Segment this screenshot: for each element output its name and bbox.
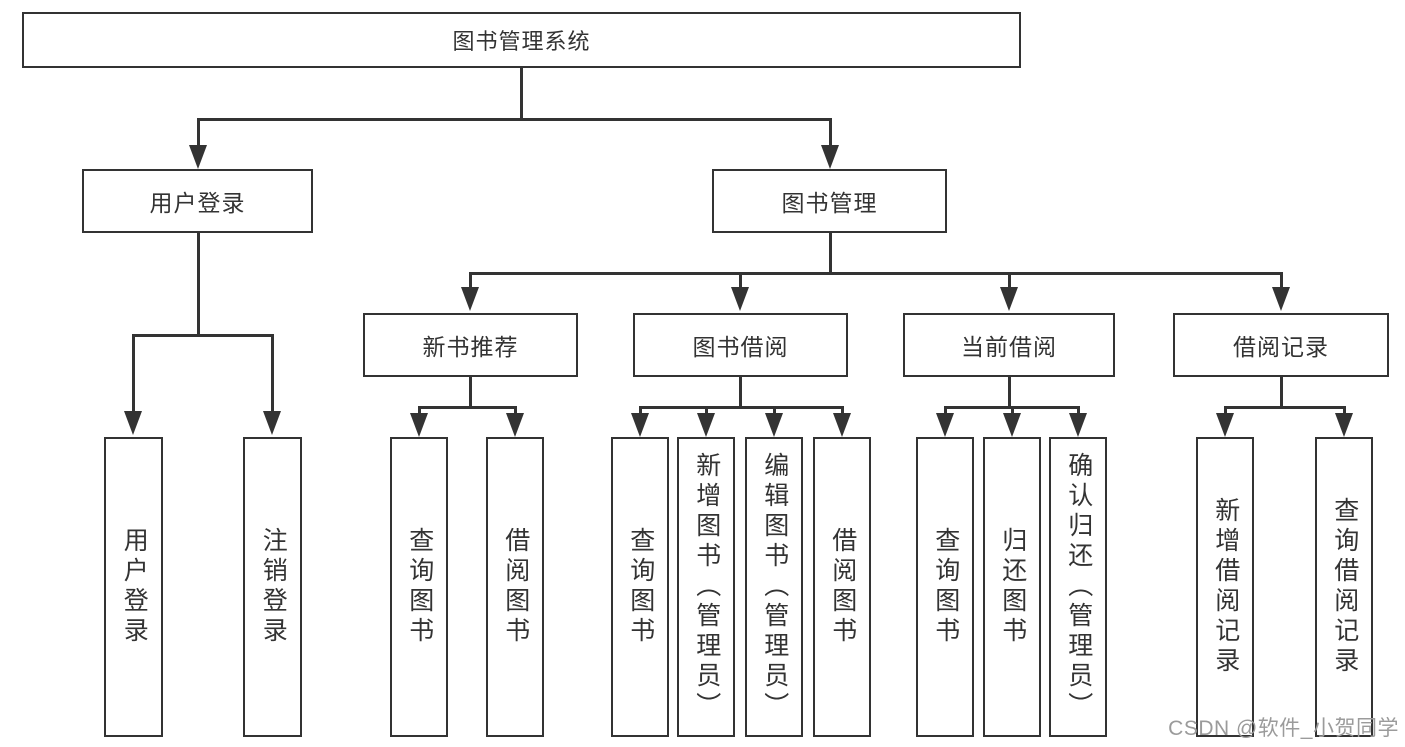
watermark: CSDN @软件_小贺同学 <box>1168 717 1399 740</box>
connector-vline <box>739 272 742 289</box>
connector-vline <box>773 406 776 415</box>
arrowhead-icon <box>833 413 851 437</box>
connector-vline <box>1011 406 1014 415</box>
leaf-user-login: 用户登录 <box>104 437 163 737</box>
arrowhead-icon <box>821 145 839 169</box>
leaf-bb-query-books: 查询图书 <box>611 437 669 737</box>
connector-vline <box>469 272 472 289</box>
arrowhead-icon <box>697 413 715 437</box>
node-book-borrow: 图书借阅 <box>633 313 848 377</box>
connector-hline <box>418 406 516 409</box>
arrowhead-icon <box>461 287 479 311</box>
connector-vline <box>197 118 200 147</box>
connector-vline <box>639 406 642 415</box>
leaf-logout: 注销登录 <box>243 437 302 737</box>
leaf-cb-return-books: 归还图书 <box>983 437 1041 737</box>
connector-hline <box>1224 406 1345 409</box>
connector-vline <box>829 233 832 274</box>
node-current-borrow: 当前借阅 <box>903 313 1115 377</box>
leaf-br-query-record: 查询借阅记录 <box>1315 437 1373 737</box>
node-user-login: 用户登录 <box>82 169 313 233</box>
arrowhead-icon <box>1272 287 1290 311</box>
arrowhead-icon <box>1069 413 1087 437</box>
connector-vline <box>132 334 135 413</box>
arrowhead-icon <box>1003 413 1021 437</box>
connector-vline <box>829 118 832 147</box>
node-root: 图书管理系统 <box>22 12 1021 68</box>
connector-vline <box>1280 272 1283 289</box>
connector-vline <box>705 406 708 415</box>
connector-hline <box>197 118 831 121</box>
leaf-br-add-record: 新增借阅记录 <box>1196 437 1254 737</box>
connector-hline <box>469 272 1282 275</box>
leaf-bb-add-books-admin: 新增图书（管理员） <box>677 437 735 737</box>
node-new-book-recommend: 新书推荐 <box>363 313 578 377</box>
arrowhead-icon <box>1000 287 1018 311</box>
connector-vline <box>1008 377 1011 408</box>
arrowhead-icon <box>631 413 649 437</box>
connector-vline <box>514 406 517 415</box>
leaf-cb-query-books: 查询图书 <box>916 437 974 737</box>
leaf-cb-confirm-return-admin: 确认归还（管理员） <box>1049 437 1107 737</box>
connector-vline <box>1008 272 1011 289</box>
connector-hline <box>639 406 843 409</box>
connector-vline <box>944 406 947 415</box>
arrowhead-icon <box>936 413 954 437</box>
arrowhead-icon <box>410 413 428 437</box>
connector-vline <box>418 406 421 415</box>
connector-vline <box>469 377 472 408</box>
arrowhead-icon <box>124 411 142 435</box>
leaf-bb-borrow-books: 借阅图书 <box>813 437 871 737</box>
connector-vline <box>1224 406 1227 415</box>
arrowhead-icon <box>731 287 749 311</box>
leaf-bb-edit-books-admin: 编辑图书（管理员） <box>745 437 803 737</box>
connector-vline <box>1280 377 1283 408</box>
arrowhead-icon <box>189 145 207 169</box>
connector-vline <box>197 233 200 336</box>
arrowhead-icon <box>1216 413 1234 437</box>
node-book-management: 图书管理 <box>712 169 947 233</box>
connector-vline <box>739 377 742 408</box>
arrowhead-icon <box>506 413 524 437</box>
connector-vline <box>271 334 274 413</box>
connector-vline <box>1343 406 1346 415</box>
connector-vline <box>841 406 844 415</box>
arrowhead-icon <box>1335 413 1353 437</box>
connector-vline <box>520 68 523 120</box>
arrowhead-icon <box>765 413 783 437</box>
leaf-nb-borrow-books: 借阅图书 <box>486 437 544 737</box>
connector-vline <box>1077 406 1080 415</box>
node-borrow-records: 借阅记录 <box>1173 313 1389 377</box>
arrowhead-icon <box>263 411 281 435</box>
connector-hline <box>132 334 274 337</box>
leaf-nb-query-books: 查询图书 <box>390 437 448 737</box>
